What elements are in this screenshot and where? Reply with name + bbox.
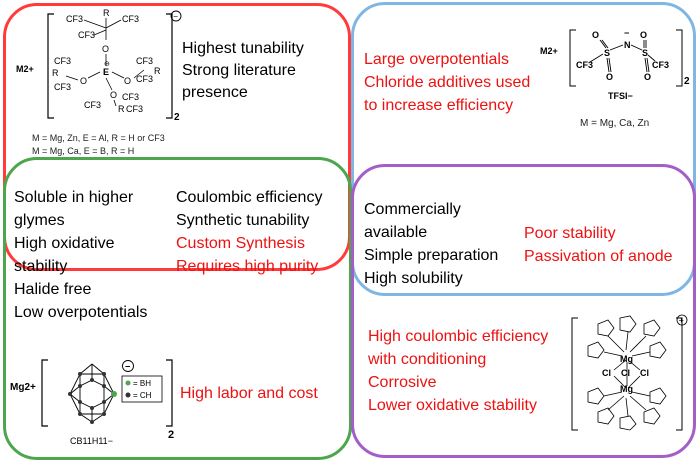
blue-subscript: 2 [684,76,690,87]
carborane-structure: Mg2+ 2 − = BH = CH CB11H11− [10,359,174,446]
purple-item-red: Poor stability [524,225,616,242]
mg-chloride-dimer-structure: + Mg Cl Cl Cl Mg [571,314,688,431]
red-bullet-list: Highest tunability Strong literature pre… [182,38,304,104]
svg-text:O: O [80,76,87,86]
green-item-red: Requires high purity [176,258,319,275]
purple-item-red: Corrosive [368,374,437,391]
green-item: Synthetic tunability [176,212,310,229]
tfsi-label: TFSI− [608,91,633,101]
svg-text:CF3: CF3 [136,74,153,84]
blue-note: M = Mg, Ca, Zn [580,118,650,129]
svg-text:N: N [624,40,631,50]
red-cation: M2+ [16,64,34,74]
svg-text:CF3: CF3 [136,56,153,66]
blue-bullet: Chloride additives used [364,74,531,91]
cl-left: Cl [602,368,611,378]
svg-text:CF3: CF3 [652,60,669,70]
svg-text:O: O [644,72,651,82]
svg-text:CF3: CF3 [66,14,83,24]
red-bullet: Strong literature [182,62,296,79]
blue-panel [351,2,696,296]
blue-bullet-list: Large overpotentials Chloride additives … [364,48,530,117]
svg-text:O: O [102,44,109,54]
purple-item-red: Passivation of anode [524,248,673,265]
svg-text:CF3: CF3 [126,104,143,114]
carborane-formula: CB11H11− [70,436,113,446]
purple-panel [351,164,696,458]
purple-charge: + [679,315,684,325]
mg-top: Mg [620,354,633,364]
green-item: High oxidative [14,235,115,252]
fluoroalkoxy-anion-structure: − 2 M2+ CF3 R CF3 CF3 O E ⊖ O R CF3 CF3 … [16,8,182,123]
svg-text:CF3: CF3 [54,82,71,92]
svg-text:−: − [624,28,629,38]
tfsi-structure: M2+ 2 CF3 S O O N − S O O CF3 TFSI− [540,28,690,101]
svg-text:CF3: CF3 [84,100,101,110]
red-bullet: Highest tunability [182,40,304,57]
purple-item: Commercially [364,201,461,218]
green-panel [3,157,352,460]
svg-text:S: S [604,48,610,58]
svg-text:E: E [103,67,109,77]
purple-left-list: Commercially available Simple preparatio… [364,198,498,290]
purple-item: High solubility [364,270,463,287]
red-anion-subscript: 2 [174,112,180,123]
red-panel [3,3,351,271]
green-left-list: Soluble in higher glymes High oxidative … [14,186,147,324]
cl-right: Cl [640,368,649,378]
red-note-2: M = Mg, Ca, E = B, R = H [32,146,135,156]
blue-cation: M2+ [540,46,558,56]
green-item: Soluble in higher [14,189,134,206]
svg-text:O: O [606,72,613,82]
green-item: glymes [14,212,65,229]
red-note-1: M = Mg, Zn, E = Al, R = H or CF3 [32,133,165,143]
svg-text:CF3: CF3 [122,92,139,102]
green-charge: − [125,362,130,372]
svg-text:R: R [154,66,161,76]
purple-item-red: Lower oxidative stability [368,397,537,414]
green-item: stability [14,258,68,275]
green-cation: Mg2+ [10,382,36,393]
svg-text:R: R [52,68,59,78]
svg-text:CF3: CF3 [54,56,71,66]
red-bullet: presence [182,84,248,101]
legend-bh: = BH [133,379,151,388]
svg-text:S: S [642,48,648,58]
purple-right-list: Poor stability Passivation of anode [524,222,673,268]
red-anion-charge: − [173,12,178,21]
svg-text:CF3: CF3 [122,14,139,24]
svg-text:O: O [124,76,131,86]
purple-item: Simple preparation [364,247,499,264]
green-item: Low overpotentials [14,304,148,321]
svg-text:⊖: ⊖ [104,61,110,68]
legend-ch: = CH [133,391,152,400]
purple-bottom-list: High coulombic efficiency with condition… [368,325,548,417]
svg-text:CF3: CF3 [576,60,593,70]
purple-item: available [364,224,428,241]
green-right-list: Coulombic efficiency Synthetic tunabilit… [176,186,322,278]
mg-bottom: Mg [620,384,633,394]
cl-center: Cl [621,368,630,378]
green-item: Coulombic efficiency [176,189,323,206]
blue-bullet: Large overpotentials [364,51,509,68]
svg-text:O: O [110,90,117,100]
svg-text:R: R [118,104,125,114]
purple-item-red: with conditioning [368,351,487,368]
blue-bullet: to increase efficiency [364,97,514,114]
green-item: Halide free [14,281,92,298]
svg-text:CF3: CF3 [78,30,95,40]
purple-item-red: High coulombic efficiency [368,328,549,345]
green-item-red: Custom Synthesis [176,235,305,252]
svg-text:R: R [103,8,110,18]
svg-text:O: O [640,30,647,40]
green-subscript: 2 [168,429,174,441]
svg-text:O: O [592,30,599,40]
green-cost: High labor and cost [180,385,318,402]
